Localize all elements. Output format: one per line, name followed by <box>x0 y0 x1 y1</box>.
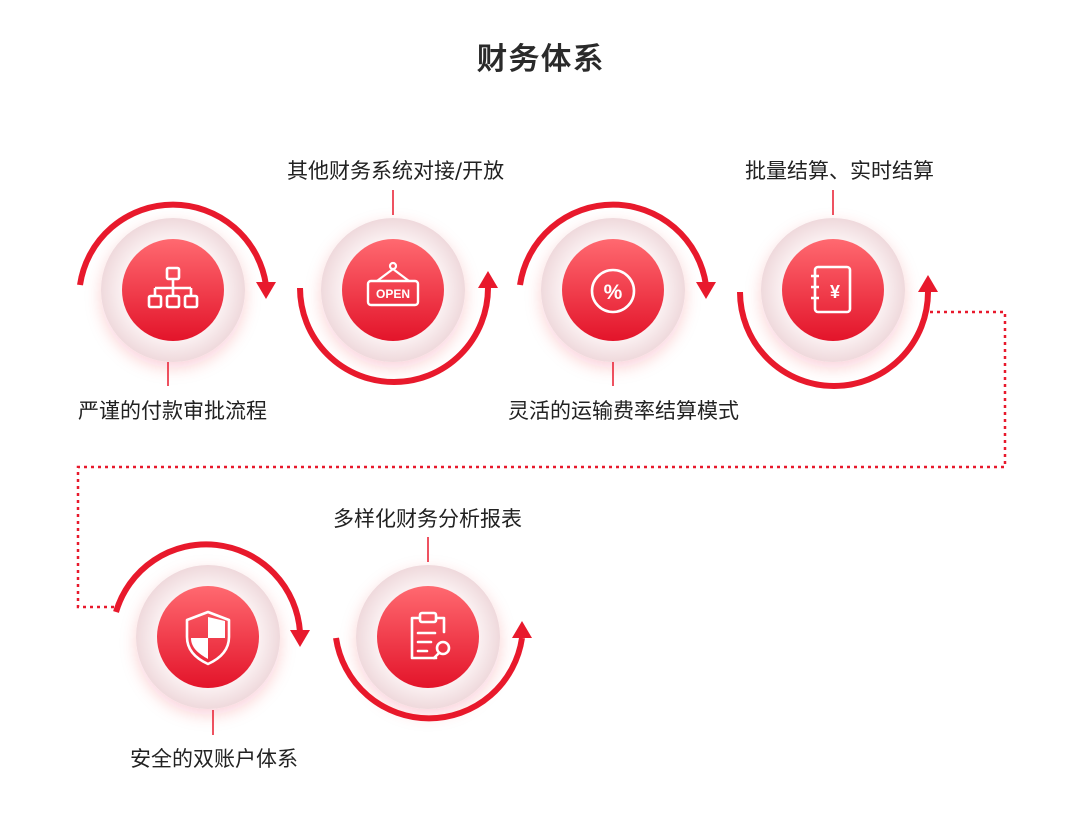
svg-text:%: % <box>604 281 623 304</box>
node-financial-reports <box>333 537 532 722</box>
dotted-connector <box>76 310 1007 609</box>
cycle-arc <box>737 291 931 389</box>
node-label-freight-settlement: 灵活的运输费率结算模式 <box>508 399 739 423</box>
node-label-financial-reports: 多样化财务分析报表 <box>333 507 522 531</box>
svg-text:¥: ¥ <box>830 282 840 302</box>
arrow-head <box>696 282 716 299</box>
arrow-head <box>290 630 310 647</box>
percent-icon: % <box>590 268 636 314</box>
clipboard-report-icon <box>410 611 451 660</box>
page-title: 财务体系 <box>477 42 605 77</box>
node-freight-settlement: % <box>517 201 716 386</box>
cycle-arc <box>297 287 491 385</box>
node-batch-settlement: ¥ <box>737 190 938 389</box>
cycle-arc <box>113 541 303 633</box>
cycle-arc <box>333 637 525 722</box>
arrow-head <box>256 282 276 299</box>
node-dual-account <box>113 541 310 735</box>
cycle-arc <box>517 201 709 286</box>
node-payment-approval <box>77 201 276 386</box>
node-label-batch-settlement: 批量结算、实时结算 <box>745 159 934 183</box>
node-label-dual-account: 安全的双账户体系 <box>130 747 298 771</box>
ledger-yen-icon: ¥ <box>811 265 852 314</box>
node-label-payment-approval: 严谨的付款审批流程 <box>78 399 267 423</box>
arrow-head <box>512 621 532 638</box>
arrow-head <box>478 271 498 288</box>
org-chart-icon <box>147 266 199 309</box>
node-system-integration: OPEN <box>297 190 498 385</box>
open-sign-icon: OPEN <box>366 261 420 307</box>
node-label-system-integration: 其他财务系统对接/开放 <box>287 159 505 183</box>
cycle-arc <box>77 201 269 286</box>
arrow-head <box>918 275 938 292</box>
svg-text:OPEN: OPEN <box>376 287 410 301</box>
shield-icon <box>185 610 231 666</box>
